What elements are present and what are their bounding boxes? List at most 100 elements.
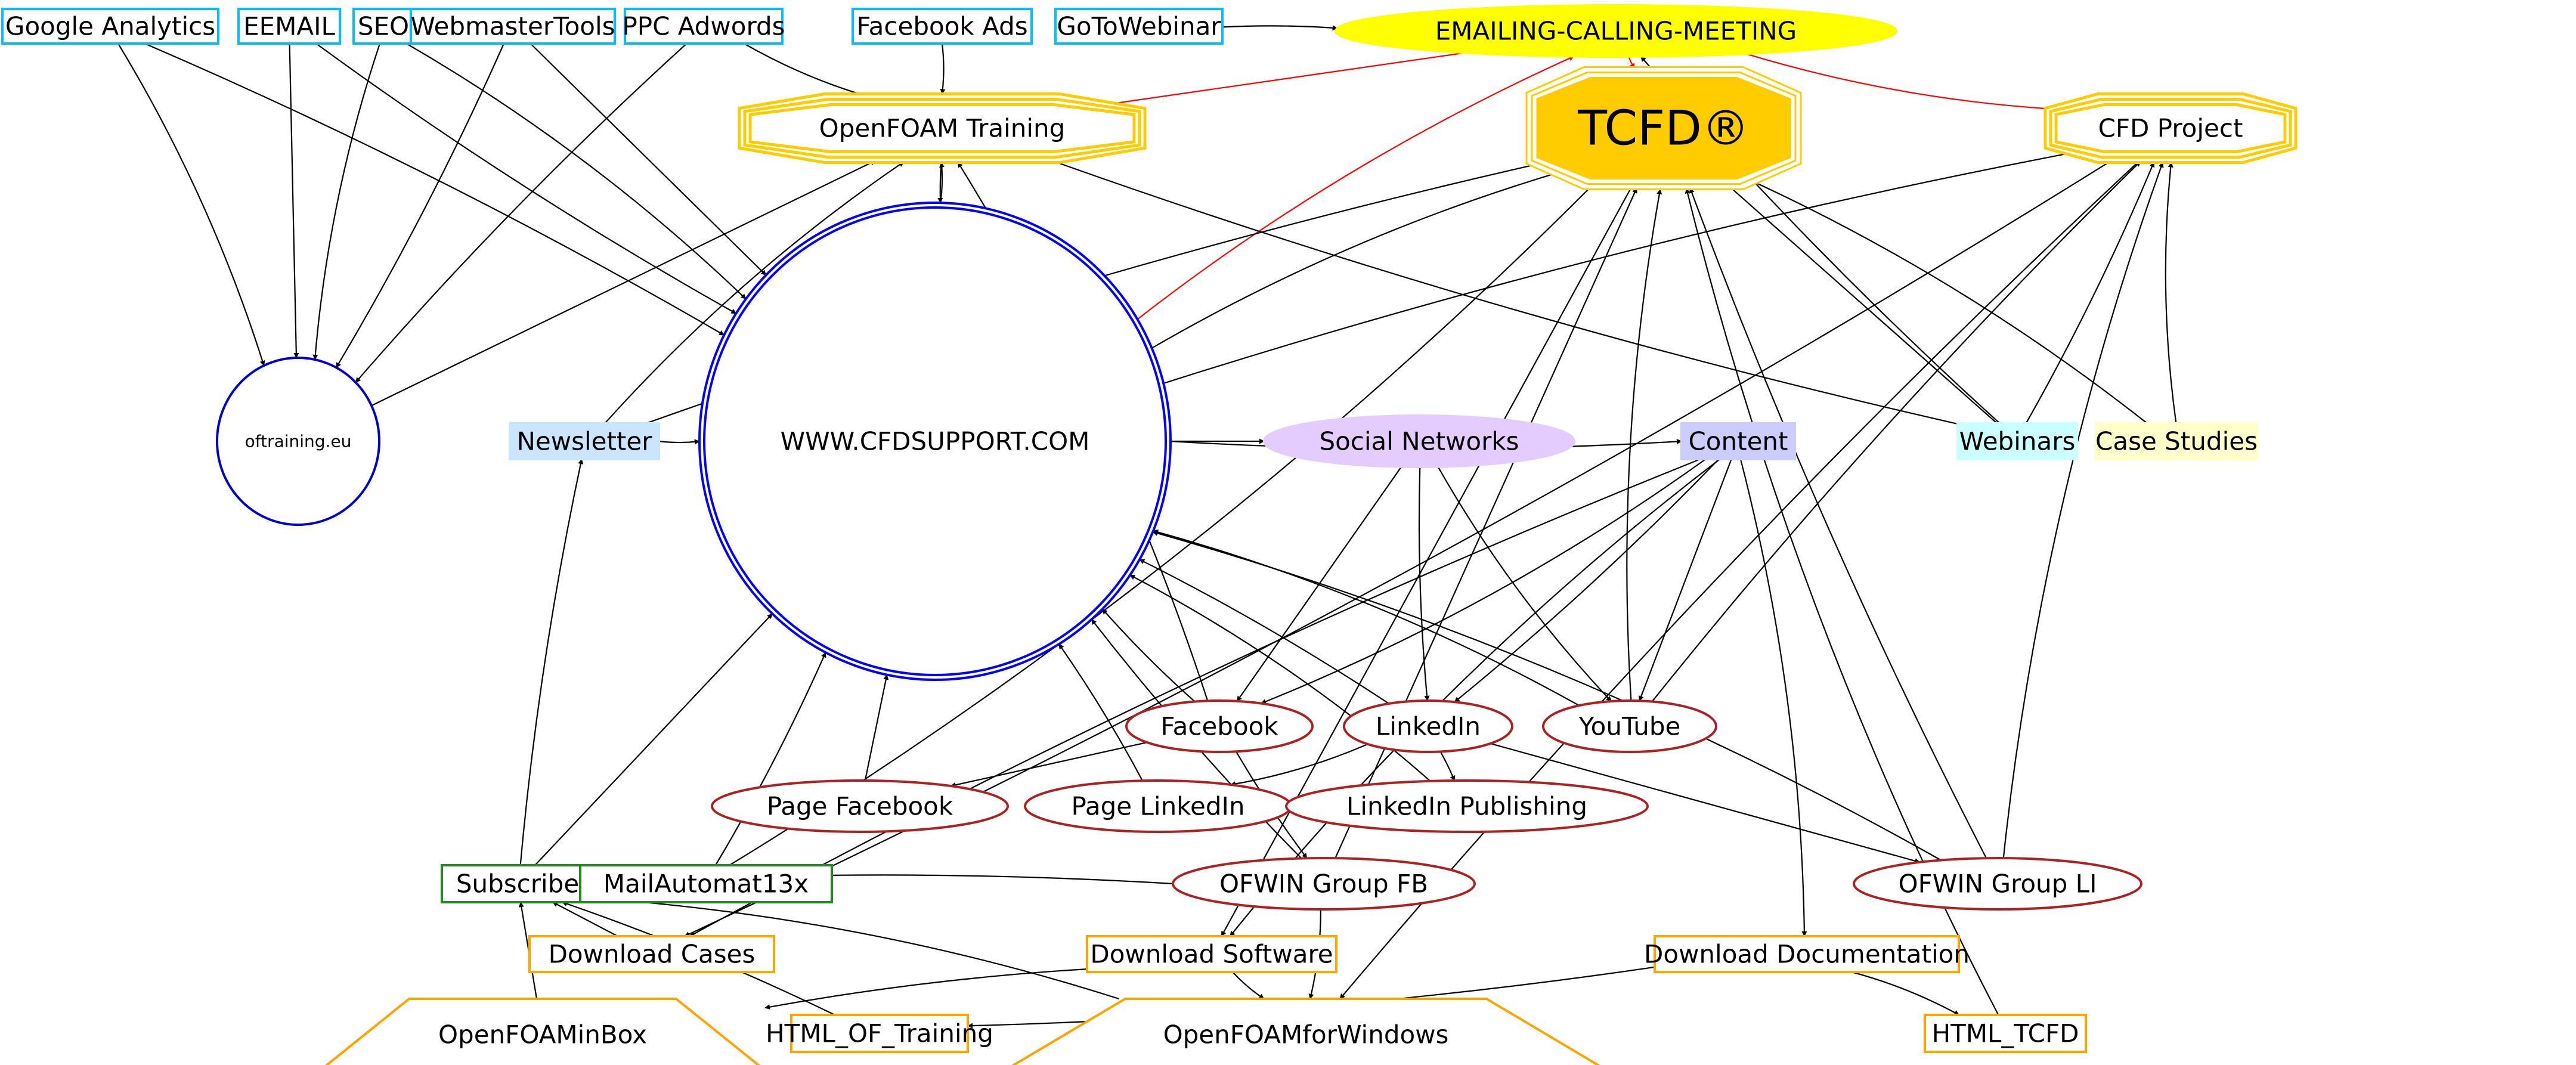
node-ppc-adwords[interactable]: PPC Adwords (622, 8, 785, 45)
node-html-of-training[interactable]: HTML_OF_Training (766, 1014, 993, 1053)
node-octagon-ring (1536, 77, 1791, 179)
node-box-shape (579, 864, 833, 903)
node-box-shape (2095, 422, 2258, 460)
node-ellipse-shape (1542, 699, 1717, 753)
edge-content-to-facebook (1261, 459, 1707, 704)
node-google-analytics[interactable]: Google Analytics (1, 8, 219, 45)
node-label: Facebook (1160, 712, 1278, 741)
node-label: OFWIN Group LI (1899, 869, 2097, 899)
node-octagon-ring (2049, 98, 2292, 159)
edge-ofwin_li-to-tcfd (1689, 187, 1987, 859)
node-label: OpenFOAMinBox (438, 1020, 647, 1049)
edge-cfdsupport-to-tcfd (1151, 169, 1566, 349)
node-page-linkedin[interactable]: Page LinkedIn (1024, 779, 1292, 833)
node-openfoam-training[interactable]: OpenFOAM Training (738, 92, 1147, 164)
edge-oftraining-to-openfoam_training (371, 160, 877, 407)
node-page-facebook[interactable]: Page Facebook (711, 779, 1009, 833)
node-webinars[interactable]: Webinars (1956, 422, 2078, 460)
edge-ppc_adwords-to-openfoam_training (744, 43, 868, 98)
node-download-cases[interactable]: Download Cases (528, 935, 775, 973)
node-tcfd[interactable]: TCFD® (1525, 66, 1802, 190)
node-box-shape (1956, 422, 2078, 460)
edge-linkedin-to-cfdsupport (1139, 559, 1389, 704)
edge-cfdsupport-to-cfd_project (1163, 150, 2079, 384)
edge-linkedin-to-ofwin_li (1490, 742, 1921, 864)
node-emailing[interactable]: EMAILING-CALLING-MEETING (1335, 4, 1897, 58)
edge-webinars-to-tcfd (1724, 182, 1998, 424)
node-label: Download Documentation (1644, 940, 1970, 969)
node-label: WebmasterTools (410, 12, 615, 41)
node-box-shape (1086, 935, 1337, 973)
node-box-shape (1, 8, 219, 45)
edge-download_software-to-openfoamforwindows (1232, 971, 1265, 999)
edge-cfdsupport-to-openfoam_training (939, 162, 945, 203)
node-label: Page Facebook (767, 792, 953, 821)
node-subscribe[interactable]: Subscribe (441, 864, 595, 903)
node-box-shape (1924, 1014, 2087, 1053)
node-ofwin-li[interactable]: OFWIN Group LI (1853, 857, 2142, 911)
node-label: Google Analytics (5, 12, 215, 41)
edge-webmastertools-to-oftraining (335, 43, 505, 369)
edge-download_cases-to-subscribe (552, 902, 618, 937)
edge-eemail-to-cfdsupport (315, 43, 737, 314)
node-box-shape (352, 8, 414, 45)
node-cfd-project[interactable]: CFD Project (2044, 92, 2298, 164)
node-box-shape (441, 864, 595, 903)
node-label: oftraining.eu (245, 432, 352, 451)
node-social-networks[interactable]: Social Networks (1263, 414, 1575, 468)
edge-newsletter-to-cfdsupport (658, 439, 700, 445)
edge-mailautomat-to-tcfd (729, 181, 1597, 866)
edge-webmastertools-to-cfdsupport (530, 43, 767, 276)
node-facebook-ads[interactable]: Facebook Ads (852, 8, 1033, 45)
edge-social_networks-to-youtube (1437, 466, 1612, 702)
node-trapezium-shape (1011, 998, 1600, 1065)
node-label: LinkedIn (1376, 712, 1481, 741)
node-gotowebinar[interactable]: GoToWebinar (1054, 8, 1224, 45)
node-cfdsupport[interactable]: WWW.CFDSUPPORT.COM (698, 202, 1172, 681)
node-label: EEMAIL (243, 12, 335, 41)
node-facebook[interactable]: Facebook (1125, 699, 1314, 753)
node-box-shape (1054, 8, 1224, 45)
node-oftraining[interactable]: oftraining.eu (216, 357, 380, 526)
node-openfoamforwindows[interactable]: OpenFOAMforWindows (1005, 998, 1607, 1065)
node-download-software[interactable]: Download Software (1086, 935, 1337, 973)
node-octagon-ring (1531, 72, 1797, 185)
node-newsletter[interactable]: Newsletter (509, 422, 660, 460)
node-ellipse-shape (1335, 4, 1897, 58)
node-label: LinkedIn Publishing (1346, 792, 1587, 821)
node-label: Social Networks (1319, 427, 1519, 456)
node-ofwin-fb[interactable]: OFWIN Group FB (1172, 857, 1476, 911)
node-download-documentation[interactable]: Download Documentation (1644, 935, 1970, 973)
node-mailautomat[interactable]: MailAutomat13x (579, 864, 833, 903)
node-linkedin[interactable]: LinkedIn (1343, 699, 1513, 753)
edge-content-to-download_cases (689, 458, 1701, 937)
node-label: Newsletter (516, 427, 652, 456)
node-case-studies[interactable]: Case Studies (2095, 422, 2258, 460)
edge-page_facebook-to-cfdsupport (864, 674, 889, 781)
node-octagon-ring (748, 103, 1136, 153)
edge-page_linkedin-to-cfdsupport (1058, 643, 1143, 781)
node-webmastertools[interactable]: WebmasterTools (410, 8, 616, 45)
node-ellipse-shape (1125, 699, 1314, 753)
edge-linkedin-to-page_linkedin (1230, 743, 1368, 787)
node-eemail[interactable]: EEMAIL (237, 8, 341, 45)
edge-youtube-to-tcfd (1626, 188, 1662, 701)
node-youtube[interactable]: YouTube (1542, 699, 1717, 753)
node-box-shape (1654, 935, 1960, 973)
node-box-shape (1680, 422, 1796, 460)
node-seo[interactable]: SEO (352, 8, 414, 45)
edge-google_analytics-to-oftraining (117, 43, 265, 366)
node-openfoaminbox[interactable]: OpenFOAMinBox (320, 998, 765, 1065)
edge-cfd_project-to-openfoamforwindows (1339, 160, 2140, 999)
node-linkedin-publishing[interactable]: LinkedIn Publishing (1285, 779, 1649, 833)
node-label: HTML_TCFD (1932, 1019, 2079, 1048)
node-ellipse-shape (1172, 857, 1476, 911)
edge-webinars-to-cfd_project (2025, 162, 2155, 424)
node-box-shape (237, 8, 341, 45)
node-box-shape (528, 935, 775, 973)
node-label: YouTube (1578, 712, 1681, 741)
node-content[interactable]: Content (1680, 422, 1796, 460)
node-html-tcfd[interactable]: HTML_TCFD (1924, 1014, 2087, 1053)
